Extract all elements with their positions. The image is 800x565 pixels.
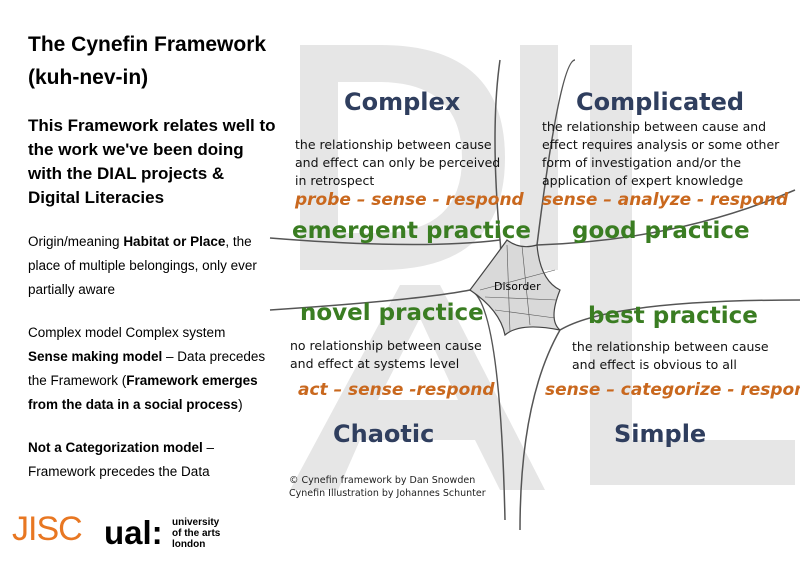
complex-desc-line3: in retrospect <box>295 173 375 188</box>
complicated-title: Complicated <box>576 88 745 116</box>
notcat-bold: Not a Categorization model <box>28 440 203 455</box>
complex-title: Complex <box>344 88 461 116</box>
disorder-label: Disorder <box>494 280 541 293</box>
chaotic-title: Chaotic <box>333 420 435 448</box>
notcat-rest: – Framework precedes the Data <box>28 440 215 479</box>
complicated-desc-line3: form of investigation and/or the <box>542 155 742 170</box>
complicated-desc-line4: application of expert knowledge <box>542 173 744 188</box>
sensemaking-text: Sense making model – Data precedes the F… <box>28 345 278 417</box>
complicated-desc: the relationship between cause and effec… <box>542 118 779 190</box>
ual-line1: university <box>172 517 220 528</box>
chaotic-desc-line1: no relationship between cause <box>290 338 482 353</box>
model-paragraph: Complex model Complex system Sense makin… <box>28 321 278 417</box>
disorder-region <box>469 239 561 337</box>
ual-logo: ual: <box>104 514 163 551</box>
page-title-line2: (kuh-nev-in) <box>28 66 149 89</box>
complex-model-line: Complex model Complex system <box>28 325 226 340</box>
page-subtitle: This Framework relates well to the work … <box>28 116 276 207</box>
sensemaking-end: ) <box>238 397 243 412</box>
sensemaking-bold2: Framework emerges from the data in a soc… <box>28 373 258 412</box>
sensemaking-mid: – Data precedes the Framework ( <box>28 349 266 388</box>
complicated-desc-line1: the relationship between cause and <box>542 119 767 134</box>
ual-logo-text: university of the arts london <box>172 517 220 550</box>
not-categorization-paragraph: Not a Categorization model – Framework p… <box>28 436 278 484</box>
jisc-logo: JISC <box>12 510 83 548</box>
origin-suffix: , the place of multiple belongings, only… <box>28 234 257 297</box>
simple-desc-line2: and effect is obvious to all <box>572 357 737 372</box>
complex-practice: emergent practice <box>292 218 532 244</box>
credit-line2: Cynefin Illustration by Johannes Schunte… <box>289 488 486 499</box>
page-title: The Cynefin Framework (kuh-nev-in) <box>28 28 288 94</box>
credit-line1: © Cynefin framework by Dan Snowden <box>289 475 476 486</box>
simple-title: Simple <box>614 420 707 448</box>
complicated-desc-line2: effect requires analysis or some other <box>542 137 780 152</box>
simple-practice: best practice <box>588 303 758 329</box>
chaotic-practice: novel practice <box>300 300 484 326</box>
origin-bold: Habitat or Place <box>123 234 226 249</box>
complicated-practice: good practice <box>572 218 750 244</box>
complex-desc: the relationship between cause and effec… <box>295 136 500 190</box>
disorder-hatching <box>479 244 558 333</box>
chaotic-desc: no relationship between cause and effect… <box>290 337 482 373</box>
dial-watermark <box>290 45 795 490</box>
simple-desc: the relationship between cause and effec… <box>572 338 769 374</box>
origin-prefix: Origin/meaning <box>28 234 124 249</box>
simple-desc-line1: the relationship between cause <box>572 339 769 354</box>
ual-line3: london <box>172 539 206 550</box>
complex-desc-line1: the relationship between cause <box>295 137 492 152</box>
complex-method: probe – sense - respond <box>295 190 524 210</box>
sensemaking-bold: Sense making model <box>28 349 163 364</box>
chaotic-desc-line2: and effect at systems level <box>290 356 460 371</box>
page-title-line1: The Cynefin Framework <box>28 33 267 56</box>
simple-method: sense – categorize - respond <box>545 380 800 400</box>
complex-desc-line2: and effect can only be perceived <box>295 155 501 170</box>
origin-paragraph: Origin/meaning Habitat or Place, the pla… <box>28 230 278 302</box>
complicated-method: sense – analyze - respond <box>542 190 789 210</box>
ual-line2: of the arts <box>172 528 221 539</box>
chaotic-method: act – sense -respond <box>298 380 495 400</box>
